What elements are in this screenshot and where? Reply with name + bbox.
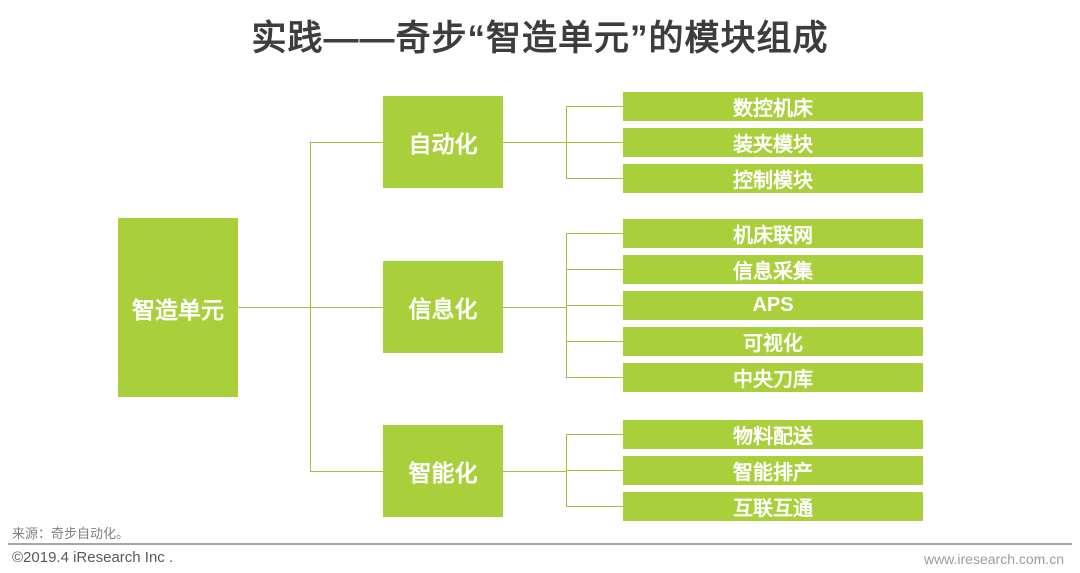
connector-branch [566,470,623,471]
connector-intelligence-out [503,471,566,472]
footer-divider [8,543,1072,545]
connector-root-to-trunk [238,307,310,308]
connector-branch [566,106,623,107]
root-node-smart-unit: 智造单元 [118,218,238,397]
module-bar-cnc-machine: 数控机床 [623,92,923,121]
module-bar-data-collection: 信息采集 [623,255,923,284]
connector-branch [566,434,623,435]
connector-trunk-to-automation [310,142,383,143]
module-bar-clamping: 装夹模块 [623,128,923,157]
module-bar-control: 控制模块 [623,164,923,193]
connector-branch [566,178,623,179]
copyright-text: ©2019.4 iResearch Inc . [12,549,174,566]
module-bar-smart-scheduling: 智能排产 [623,456,923,485]
source-note: 来源：奇步自动化。 [12,526,130,541]
module-bar-aps: APS [623,291,923,320]
branch-node-automation: 自动化 [383,96,503,188]
connector-trunk-to-informatization [310,307,383,308]
module-bar-interconnection: 互联互通 [623,492,923,521]
connector-branch [566,233,623,234]
module-bar-material-delivery: 物料配送 [623,420,923,449]
page-title: 实践——奇步“智造单元”的模块组成 [251,19,829,58]
connector-trunk-to-intelligence [310,471,383,472]
module-bar-central-tool-magazine: 中央刀库 [623,363,923,392]
connector-branch [566,341,623,342]
connector-branch [566,506,623,507]
module-bar-machine-network: 机床联网 [623,219,923,248]
connector-informatization-out [503,307,566,308]
connector-branch [566,269,623,270]
branch-node-informatization: 信息化 [383,261,503,353]
connector-branch [566,305,623,306]
connector-branch [566,142,623,143]
module-bar-visualization: 可视化 [623,327,923,356]
branch-node-intelligence: 智能化 [383,425,503,517]
connector-automation-out [503,142,566,143]
connector-branch [566,377,623,378]
website-url: www.iresearch.com.cn [923,551,1064,567]
